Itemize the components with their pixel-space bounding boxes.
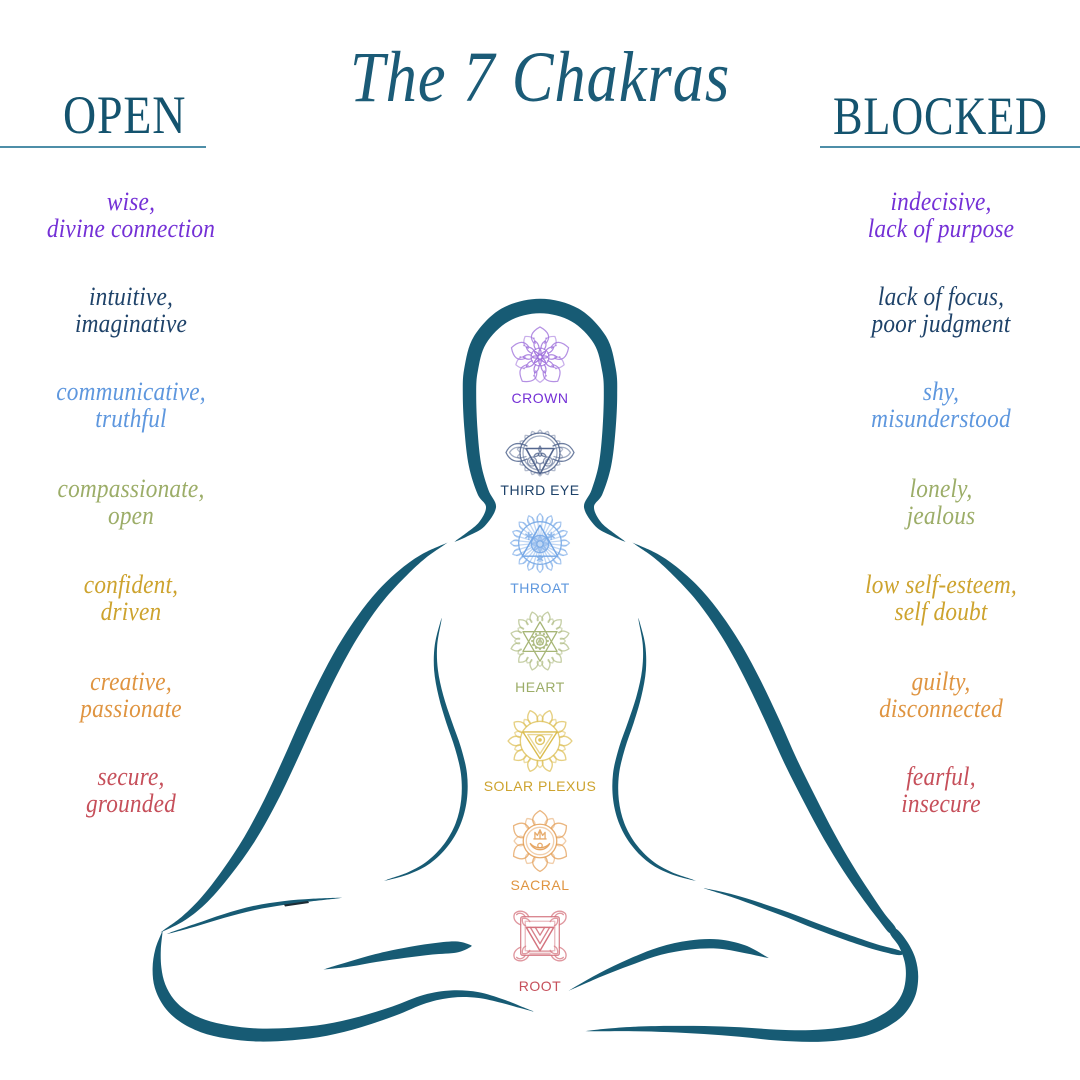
- blocked-trait-root: fearful, insecure: [809, 763, 1073, 817]
- blocked-trait-solar-plexus: low self-esteem, self doubt: [809, 571, 1073, 625]
- solar-plexus-symbol-graphic: [507, 709, 573, 773]
- open-trait-solar-plexus: confident, driven: [0, 571, 263, 625]
- right-arm-stroke: [632, 542, 897, 934]
- trait-line: insecure: [901, 788, 981, 818]
- trait-line: self doubt: [894, 596, 988, 626]
- trait-line: guilty,: [911, 666, 971, 696]
- blocked-trait-crown: indecisive, lack of purpose: [809, 188, 1073, 242]
- trait-line: disconnected: [879, 693, 1003, 723]
- trait-line: fearful,: [906, 761, 976, 791]
- trait-line: lack of purpose: [867, 213, 1015, 243]
- throat-chakra-icon: [509, 512, 572, 575]
- trait-line: open: [107, 500, 155, 530]
- trait-line: communicative,: [56, 376, 206, 406]
- trait-line: wise,: [106, 186, 156, 216]
- throat-chakra-label: THROAT: [510, 580, 570, 596]
- blocked-trait-throat: shy, misunderstood: [809, 378, 1073, 432]
- heart-chakra-icon: [509, 610, 571, 672]
- right-knee-stroke: [585, 928, 919, 1042]
- heart-chakra-label: HEART: [515, 679, 565, 695]
- third-eye-chakra-icon: [505, 428, 576, 478]
- open-trait-crown: wise, divine connection: [0, 188, 263, 242]
- third-eye-symbol-graphic: [505, 429, 575, 477]
- open-trait-third-eye: intuitive, imaginative: [0, 283, 263, 337]
- trait-line: poor judgment: [871, 308, 1011, 338]
- open-traits-column: wise, divine connection intuitive, imagi…: [0, 0, 281, 1080]
- heart-symbol-graphic: [510, 611, 570, 671]
- crown-symbol-graphic: [510, 326, 570, 383]
- trait-line: confident,: [83, 569, 179, 599]
- open-trait-throat: communicative, truthful: [0, 378, 263, 432]
- root-chakra-icon: [511, 907, 570, 966]
- solar-plexus-chakra-icon: [507, 708, 573, 774]
- trait-line: passionate: [80, 693, 182, 723]
- throat-symbol-graphic: [509, 512, 571, 574]
- trait-line: indecisive,: [890, 186, 992, 216]
- open-column-heading: OPEN: [63, 85, 187, 145]
- open-heading-underline: [0, 146, 206, 148]
- page-title: The 7 Chakras: [349, 37, 731, 117]
- trait-line: misunderstood: [871, 403, 1011, 433]
- blocked-trait-third-eye: lack of focus, poor judgment: [809, 283, 1073, 337]
- trait-line: lack of focus,: [877, 281, 1005, 311]
- trait-line: imaginative: [74, 308, 188, 338]
- blocked-trait-heart: lonely, jealous: [809, 475, 1073, 529]
- trait-line: truthful: [95, 403, 167, 433]
- trait-line: grounded: [86, 788, 176, 818]
- trait-line: jealous: [906, 500, 976, 530]
- open-trait-sacral: creative, passionate: [0, 668, 263, 722]
- left-arm-stroke: [160, 542, 448, 933]
- trait-line: lonely,: [909, 473, 973, 503]
- left-foot-stroke: [322, 941, 472, 970]
- trait-line: secure,: [97, 761, 165, 791]
- trait-line: shy,: [922, 376, 960, 406]
- right-thigh-stroke: [703, 888, 904, 956]
- blocked-traits-column: indecisive, lack of purpose lack of focu…: [791, 0, 1080, 1080]
- third-eye-chakra-label: THIRD EYE: [500, 482, 580, 498]
- trait-line: creative,: [90, 666, 172, 696]
- trait-line: divine connection: [46, 213, 216, 243]
- sacral-chakra-icon: [509, 809, 572, 873]
- trait-line: intuitive,: [88, 281, 174, 311]
- right-foot-stroke: [568, 939, 769, 991]
- blocked-heading-underline: [820, 146, 1080, 148]
- root-chakra-label: ROOT: [518, 978, 562, 994]
- open-trait-root: secure, grounded: [0, 763, 263, 817]
- trait-line: low self-esteem,: [865, 569, 1017, 599]
- solar-plexus-chakra-label: SOLAR PLEXUS: [483, 778, 597, 794]
- trait-line: driven: [100, 596, 162, 626]
- root-symbol-graphic: [513, 910, 567, 962]
- right-torso-stroke: [612, 617, 696, 881]
- trait-line: compassionate,: [57, 473, 205, 503]
- sacral-symbol-graphic: [512, 809, 568, 873]
- blocked-column-heading: BLOCKED: [833, 86, 1048, 146]
- sacral-chakra-label: SACRAL: [510, 877, 570, 893]
- blocked-trait-sacral: guilty, disconnected: [809, 668, 1073, 722]
- crown-chakra-icon: [509, 326, 571, 388]
- ink-blot: [284, 901, 309, 907]
- open-trait-heart: compassionate, open: [0, 475, 263, 529]
- crown-chakra-label: CROWN: [511, 390, 569, 406]
- left-torso-stroke: [384, 617, 468, 881]
